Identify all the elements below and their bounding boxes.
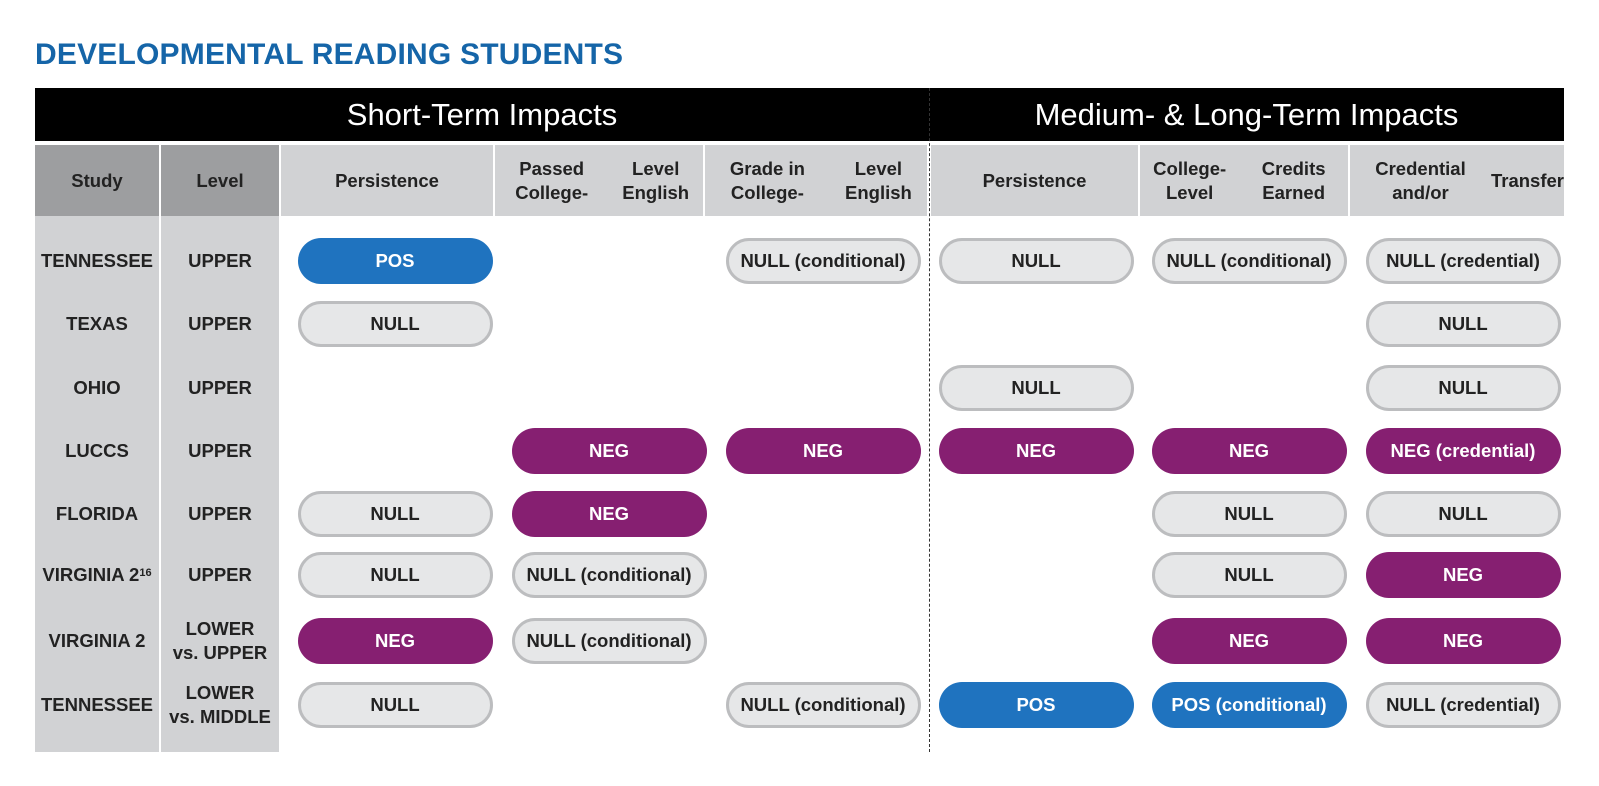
result-pill-null: NULL [938, 365, 1134, 411]
row-level: UPPER [161, 298, 279, 350]
result-pill-null: NULL (conditional) [511, 552, 707, 598]
column-header-line: Credits Earned [1261, 157, 1326, 203]
level-label: UPPER [188, 440, 252, 461]
column-header-line: Level English [845, 157, 912, 203]
result-pill-null: NULL (conditional) [725, 238, 921, 284]
result-pill-null: NULL [1151, 491, 1347, 537]
column-header-line: Passed College- [515, 157, 589, 203]
level-label: vs. MIDDLE [169, 706, 271, 727]
column-header-st-persistence: Persistence [281, 145, 493, 216]
result-pill-null: NULL [1365, 491, 1561, 537]
row-level: LOWER vs. UPPER [161, 615, 279, 667]
result-pill-neg: NEG [1151, 428, 1347, 474]
study-name: OHIO [73, 377, 121, 398]
row-study: TENNESSEE [35, 680, 159, 730]
column-header-study: Study [35, 145, 159, 216]
level-label: UPPER [188, 313, 252, 334]
result-pill-null: NULL [1151, 552, 1347, 598]
result-pill-pos: POS (conditional) [1151, 682, 1347, 728]
study-name: TEXAS [66, 313, 128, 334]
row-level: UPPER [161, 235, 279, 287]
result-pill-null: NULL [297, 491, 493, 537]
row-study: TENNESSEE [35, 236, 159, 286]
result-pill-null: NULL (conditional) [725, 682, 921, 728]
column-header-line: College-Level [1153, 157, 1227, 203]
result-pill-pos: POS [297, 238, 493, 284]
row-level: UPPER [161, 425, 279, 477]
row-study: FLORIDA [35, 489, 159, 539]
level-label: UPPER [188, 250, 252, 271]
column-header-line: Persistence [982, 169, 1087, 191]
result-pill-neg: NEG [938, 428, 1134, 474]
row-study: VIRGINIA 2 [35, 616, 159, 666]
result-pill-null: NULL (credential) [1365, 238, 1561, 284]
row-study: OHIO [35, 363, 159, 413]
study-name: FLORIDA [55, 503, 139, 524]
level-label: UPPER [188, 377, 252, 398]
result-pill-neg: NEG [1365, 552, 1561, 598]
result-pill-null: NULL [297, 301, 493, 347]
study-column-background [35, 216, 159, 752]
result-pill-neg: NEG [1365, 618, 1561, 664]
column-header-ml-persistence: Persistence [931, 145, 1138, 216]
column-header-line: Level English [622, 157, 690, 203]
result-pill-null: NULL [297, 682, 493, 728]
level-label: vs. UPPER [172, 642, 268, 663]
row-level: UPPER [161, 362, 279, 414]
result-pill-neg: NEG [725, 428, 921, 474]
level-label: UPPER [188, 564, 252, 585]
result-pill-null: NULL [1365, 301, 1561, 347]
page-title: DEVELOPMENTAL READING STUDENTS [35, 38, 624, 71]
level-column-background [161, 216, 279, 752]
result-pill-null: NULL [1365, 365, 1561, 411]
column-header-line: Transfer [1490, 169, 1564, 191]
column-header-credential: Credential and/or Transfer [1350, 145, 1564, 216]
row-study: LUCCS [35, 426, 159, 476]
column-header-credits-earned: College-Level Credits Earned [1140, 145, 1348, 216]
study-name: TENNESSEE [40, 694, 154, 715]
study-name: TENNESSEE [40, 250, 154, 271]
study-name: VIRGINIA 2 [42, 564, 140, 585]
result-pill-null: NULL [297, 552, 493, 598]
impact-group-divider [929, 88, 930, 752]
result-pill-pos: POS [938, 682, 1134, 728]
level-label: UPPER [188, 503, 252, 524]
study-name: VIRGINIA 2 [48, 630, 146, 651]
study-name: LUCCS [65, 440, 129, 461]
short-term-impacts-header: Short-Term Impacts [35, 88, 929, 141]
row-level: UPPER [161, 488, 279, 540]
column-header-line: Persistence [335, 169, 439, 191]
result-pill-neg: NEG [297, 618, 493, 664]
result-pill-neg: NEG [511, 491, 707, 537]
result-pill-null: NULL (credential) [1365, 682, 1561, 728]
medium-long-term-impacts-header: Medium- & Long-Term Impacts [929, 88, 1564, 141]
level-label: LOWER [185, 618, 255, 639]
row-level: LOWER vs. MIDDLE [161, 679, 279, 731]
column-header-line: Credential and/or [1375, 157, 1466, 203]
row-level: UPPER [161, 549, 279, 601]
row-study: TEXAS [35, 299, 159, 349]
result-pill-neg: NEG (credential) [1365, 428, 1561, 474]
column-header-passed-english: Passed College- Level English [495, 145, 703, 216]
result-pill-null: NULL (conditional) [511, 618, 707, 664]
column-header-line: Grade in College- [729, 157, 805, 203]
result-pill-neg: NEG [511, 428, 707, 474]
result-pill-null: NULL (conditional) [1151, 238, 1347, 284]
result-pill-null: NULL [938, 238, 1134, 284]
column-header-grade-english: Grade in College- Level English [705, 145, 927, 216]
level-label: LOWER [185, 682, 255, 703]
column-header-level: Level [161, 145, 279, 216]
result-pill-neg: NEG [1151, 618, 1347, 664]
